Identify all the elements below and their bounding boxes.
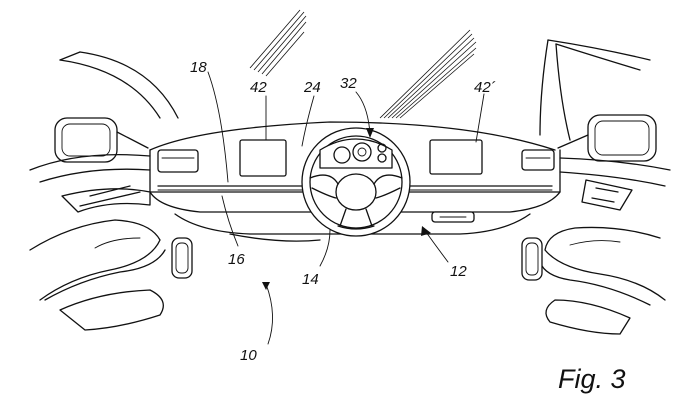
figure-caption: Fig. 3 <box>558 364 626 394</box>
right-display <box>430 140 482 174</box>
label-10: 10 <box>240 347 257 364</box>
label-32: 32 <box>340 75 357 92</box>
label-16: 16 <box>228 251 245 268</box>
windshield-reflection-right <box>380 30 476 118</box>
glove-box-handle <box>432 212 474 222</box>
label-42-prime: 42´ <box>474 79 496 96</box>
label-42: 42 <box>250 79 267 96</box>
a-pillar-left <box>60 52 178 118</box>
door-panel-left <box>30 155 165 330</box>
left-display <box>240 140 286 176</box>
door-handle-left <box>172 238 192 278</box>
door-handle-right <box>522 238 542 280</box>
windshield-reflection-left <box>250 10 306 76</box>
label-18: 18 <box>190 59 207 76</box>
side-mirror-right <box>558 115 656 161</box>
label-14: 14 <box>302 271 319 288</box>
air-vent-left <box>158 150 198 172</box>
label-12: 12 <box>450 263 467 280</box>
label-24: 24 <box>303 79 321 96</box>
air-vent-right <box>522 150 554 170</box>
